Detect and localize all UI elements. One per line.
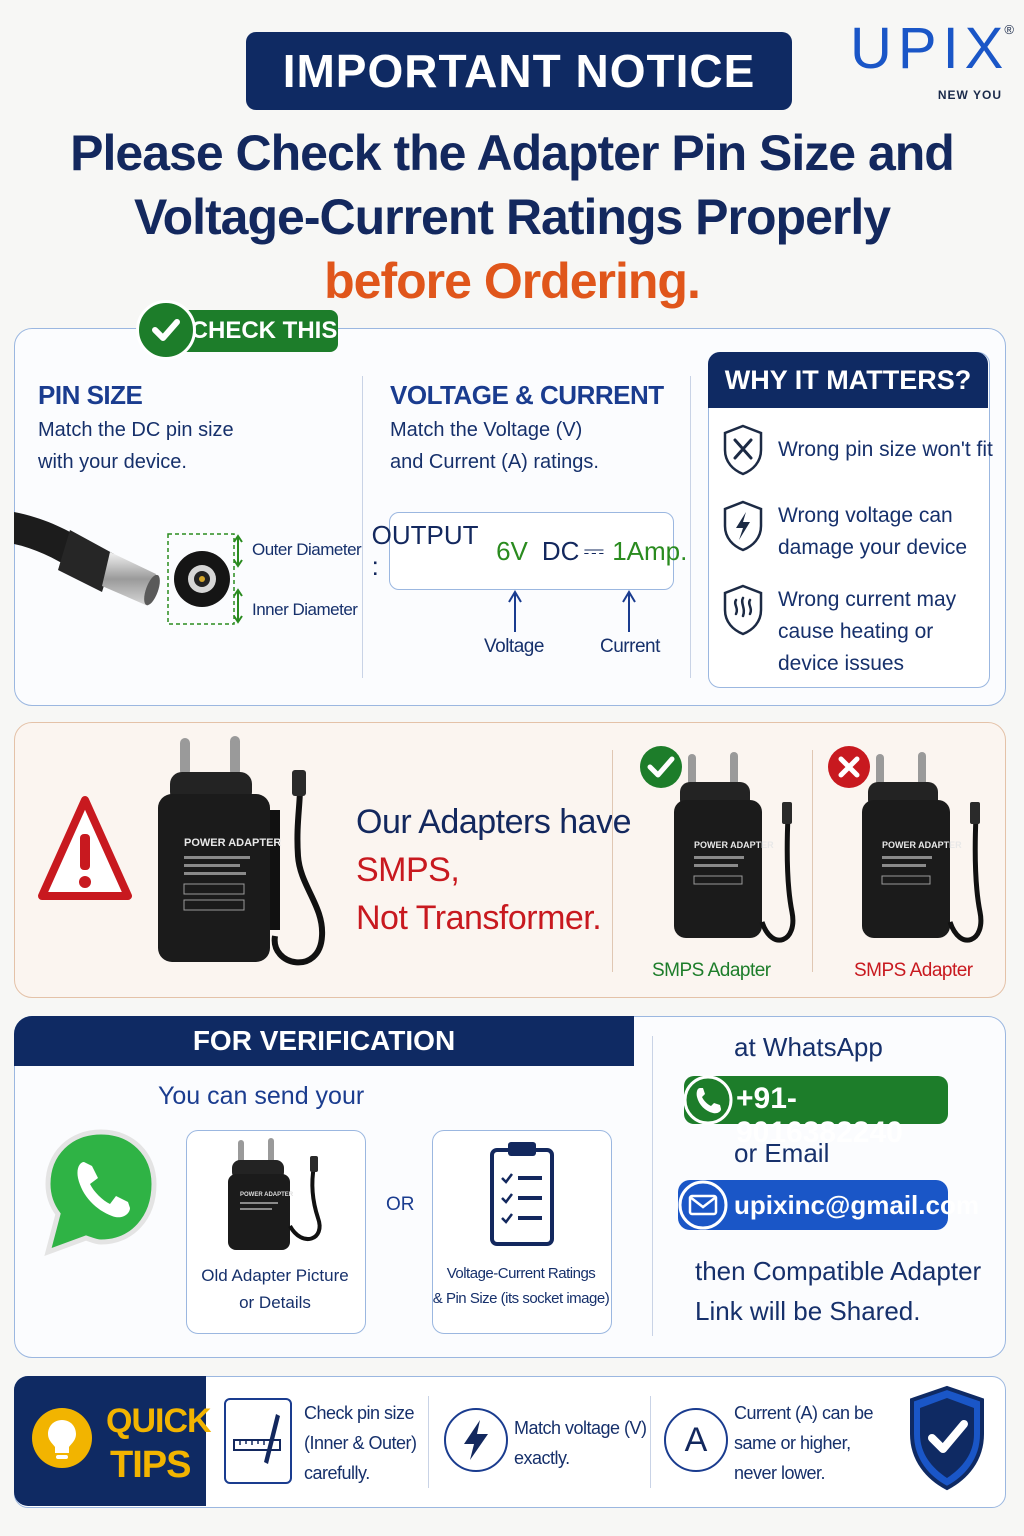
pin-size-desc-2: with your device. xyxy=(38,451,187,473)
why-it-matters-title: WHY IT MATTERS? xyxy=(708,352,988,408)
upix-logo: UPIX ® NEW YOU xyxy=(846,16,1016,103)
tip-3-line-1: Current (A) can be xyxy=(734,1403,874,1423)
voltage-current-title: VOLTAGE & CURRENT xyxy=(390,380,664,410)
dc-symbol-icon: ⎓ xyxy=(583,535,605,565)
verification-divider xyxy=(652,1036,653,1336)
wrong-cross-icon xyxy=(828,746,870,788)
tip-2-line-2: exactly. xyxy=(514,1448,570,1468)
important-notice-banner: IMPORTANT NOTICE xyxy=(246,32,792,110)
clipboard-checklist-icon xyxy=(490,1142,554,1246)
pin-size-desc-1: Match the DC pin size xyxy=(38,419,234,441)
smps-wrong-caption: SMPS Adapter xyxy=(854,960,973,981)
smps-message-line-3: Not Transformer. xyxy=(356,899,602,937)
output-label: OUTPUT : xyxy=(371,520,479,581)
adapter-print-text: POWER ADAPTER xyxy=(694,840,774,850)
checkmark-icon xyxy=(136,300,196,360)
adapter-print-text: POWER ADAPTER xyxy=(184,837,281,849)
why-item-current-3: device issues xyxy=(778,652,905,675)
headline-line-3: before Ordering. xyxy=(324,253,701,309)
ampere-icon: A xyxy=(664,1408,728,1472)
correct-check-icon xyxy=(640,746,682,788)
pin-size-title: PIN SIZE xyxy=(38,380,143,410)
whatsapp-phone-button[interactable]: +91-9016382240 xyxy=(684,1075,948,1149)
inner-diameter-label: Inner Diameter xyxy=(252,600,358,619)
envelope-icon xyxy=(678,1180,728,1230)
lightning-shield-icon xyxy=(723,500,763,552)
result-line-1: then Compatible Adapter xyxy=(695,1256,982,1286)
whatsapp-logo-icon xyxy=(44,1129,157,1257)
why-item-pin: Wrong pin size won't fit xyxy=(778,438,993,461)
pin-diameter-diagram xyxy=(167,533,243,625)
current-value: 1Amp. xyxy=(612,535,688,566)
column-divider xyxy=(362,376,363,678)
tip-3-line-3: never lower. xyxy=(734,1463,826,1483)
dc-label: DC xyxy=(541,535,580,566)
smps-message-line-2: SMPS, xyxy=(356,851,460,889)
column-divider xyxy=(690,376,691,678)
tip-1-line-1: Check pin size xyxy=(304,1403,415,1423)
lightbulb-icon xyxy=(32,1408,92,1468)
check-this-label: CHECK THIS xyxy=(170,310,338,352)
outer-diameter-label: Outer Diameter xyxy=(252,540,362,559)
dc-plug-image xyxy=(14,512,160,606)
warning-triangle-icon xyxy=(38,796,132,900)
smps-adapter-wrong-image: POWER ADAPTER xyxy=(862,752,984,943)
smps-message-line-1: Our Adapters have xyxy=(356,803,632,841)
logo-registered-mark: ® xyxy=(1004,22,1014,37)
tip-1-line-2: (Inner & Outer) xyxy=(304,1433,417,1453)
smps-correct-caption: SMPS Adapter xyxy=(652,960,771,981)
shield-check-icon xyxy=(910,1385,984,1491)
lightning-icon xyxy=(444,1408,508,1472)
logo-brand: UPIX xyxy=(850,16,1010,81)
phone-number: +91-9016382240 xyxy=(736,1082,903,1149)
old-adapter-caption-2: or Details xyxy=(239,1293,311,1312)
ratings-caption-2: & Pin Size (its socket image) xyxy=(432,1290,610,1307)
ratings-caption-1: Voltage-Current Ratings xyxy=(446,1265,596,1282)
heat-shield-icon xyxy=(723,584,763,636)
headline-line-1: Please Check the Adapter Pin Size and xyxy=(70,125,955,181)
current-caption: Current xyxy=(600,636,660,657)
output-rating-box: OUTPUT : 6V DC ⎓ 1Amp. xyxy=(372,512,687,590)
tip-2-line-1: Match voltage (V) xyxy=(514,1418,647,1438)
voltage-current-desc-2: and Current (A) ratings. xyxy=(390,451,599,473)
smps-divider xyxy=(612,750,613,972)
quick-tips-title-2: TIPS xyxy=(110,1444,191,1486)
old-adapter-image: POWER ADAPTER xyxy=(228,1138,322,1250)
why-item-current-1: Wrong current may xyxy=(778,588,957,611)
why-item-current-2: cause heating or xyxy=(778,620,934,643)
tips-divider xyxy=(650,1396,651,1488)
send-your-text: You can send your xyxy=(158,1082,365,1110)
email-label: or Email xyxy=(734,1138,830,1168)
voltage-caption: Voltage xyxy=(484,636,544,657)
headline-line-2: Voltage-Current Ratings Properly xyxy=(133,189,891,245)
phone-icon xyxy=(684,1075,733,1125)
ruler-pen-icon xyxy=(224,1398,292,1484)
power-adapter-image: POWER ADAPTER xyxy=(158,736,326,966)
tip-1-line-3: carefully. xyxy=(304,1463,370,1483)
email-address-button[interactable]: upixinc@gmail.com xyxy=(678,1180,979,1230)
check-this-badge: CHECK THIS xyxy=(136,300,340,362)
smps-divider xyxy=(812,750,813,972)
why-item-voltage-2: damage your device xyxy=(778,536,968,559)
logo-tagline: NEW YOU xyxy=(937,88,1002,102)
adapter-print-text: POWER ADAPTER xyxy=(882,840,962,850)
tools-shield-icon xyxy=(723,424,763,476)
voltage-value: 6V xyxy=(496,535,528,566)
rating-pointer-arrows xyxy=(508,590,636,632)
why-item-voltage-1: Wrong voltage can xyxy=(778,504,953,527)
adapter-print-text: POWER ADAPTER xyxy=(240,1192,294,1198)
result-line-2: Link will be Shared. xyxy=(695,1296,921,1326)
tips-divider xyxy=(428,1396,429,1488)
tip-3-line-2: same or higher, xyxy=(734,1433,851,1453)
smps-adapter-correct-image: POWER ADAPTER xyxy=(674,752,796,943)
whatsapp-label: at WhatsApp xyxy=(734,1032,883,1062)
quick-tips-title-1: QUICK xyxy=(106,1402,212,1440)
email-address: upixinc@gmail.com xyxy=(734,1190,979,1220)
voltage-current-desc-1: Match the Voltage (V) xyxy=(390,419,583,441)
for-verification-title: FOR VERIFICATION xyxy=(14,1016,634,1066)
old-adapter-caption-1: Old Adapter Picture xyxy=(201,1266,349,1285)
or-separator: OR xyxy=(386,1194,415,1215)
